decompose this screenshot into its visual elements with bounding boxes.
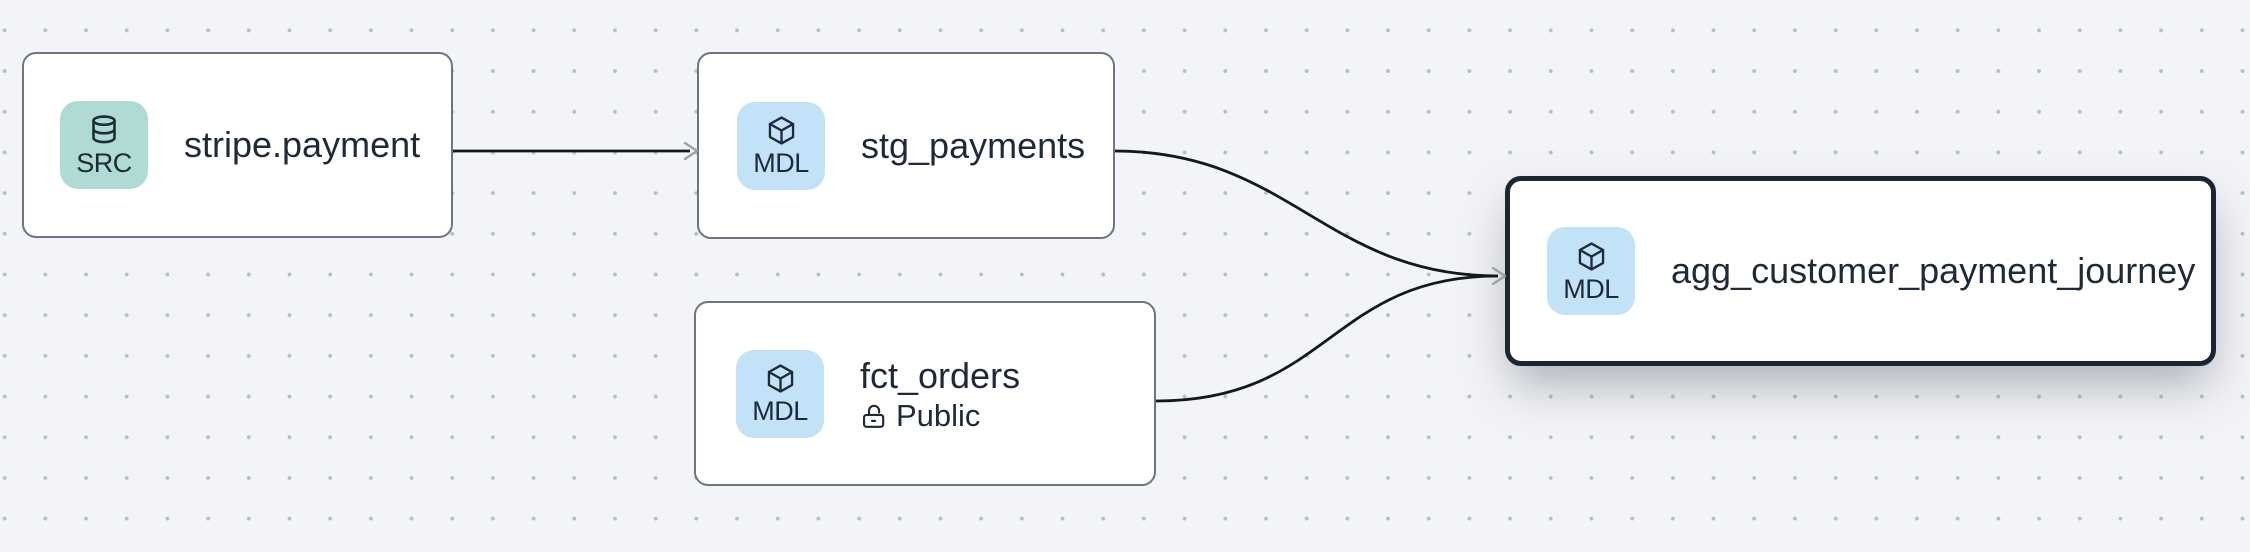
cube-icon: [1575, 240, 1608, 273]
node-stripe-payment[interactable]: SRC stripe.payment: [22, 52, 453, 238]
cube-icon: [765, 114, 798, 147]
node-text: stripe.payment: [184, 123, 420, 167]
access-label: Public: [896, 398, 981, 433]
source-type-badge: SRC: [60, 101, 148, 189]
node-title: stripe.payment: [184, 124, 421, 165]
badge-label: SRC: [76, 148, 132, 178]
node-title: agg_customer_payment_journey: [1671, 250, 2196, 291]
node-title: stg_payments: [861, 124, 1086, 166]
arrowhead-icon: [683, 141, 699, 161]
node-agg-customer-payment-journey[interactable]: MDL agg_customer_payment_journey: [1505, 176, 2216, 366]
badge-label: MDL: [1563, 273, 1619, 304]
node-title: fct_orders: [860, 355, 1021, 396]
database-icon: [87, 113, 121, 147]
node-text: stg_payments: [861, 124, 1085, 168]
node-text: agg_customer_payment_journey: [1671, 249, 2195, 293]
node-text: fct_orders Public: [860, 354, 1020, 433]
access-tag: Public: [860, 399, 1020, 433]
model-type-badge: MDL: [736, 349, 824, 438]
badge-label: MDL: [753, 148, 809, 178]
cube-icon: [764, 362, 797, 395]
lock-open-icon: [860, 403, 887, 430]
model-type-badge: MDL: [737, 101, 825, 190]
edge-fct-to-agg: [1155, 274, 1499, 403]
node-fct-orders[interactable]: MDL fct_orders Public: [694, 301, 1156, 486]
node-stg-payments[interactable]: MDL stg_payments: [697, 52, 1115, 239]
badge-label: MDL: [752, 396, 808, 426]
edge-stg-to-agg: [1114, 149, 1499, 278]
arrowhead-icon: [1491, 266, 1507, 286]
model-type-badge: MDL: [1547, 227, 1635, 315]
